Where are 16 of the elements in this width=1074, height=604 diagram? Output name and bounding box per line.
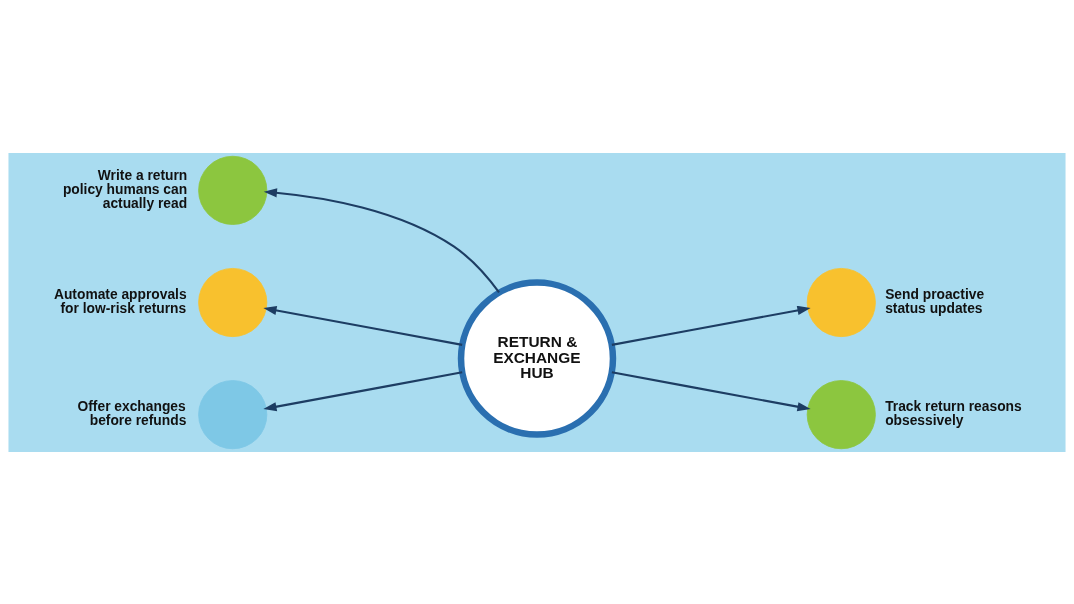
node-label: Track return reasons obsessively bbox=[885, 397, 1022, 428]
arrow bbox=[263, 305, 463, 346]
node-circle: RETURN & EXCHANGE HUB bbox=[457, 278, 617, 438]
arrow bbox=[611, 305, 811, 346]
node-circle bbox=[806, 267, 876, 337]
node-label: Offer exchanges before refunds bbox=[77, 397, 187, 428]
node-label: Send proactive status updates bbox=[885, 285, 985, 316]
node-label: Write a return policy humans can actually read bbox=[62, 166, 188, 211]
arrow bbox=[263, 187, 500, 293]
node-label: Automate approvals for low-risk returns bbox=[53, 285, 187, 316]
arrow bbox=[611, 370, 811, 411]
arrow bbox=[263, 370, 463, 411]
node-circle bbox=[806, 379, 876, 449]
node-circle bbox=[198, 267, 268, 337]
node-circle bbox=[198, 379, 268, 449]
node-circle bbox=[198, 155, 268, 225]
